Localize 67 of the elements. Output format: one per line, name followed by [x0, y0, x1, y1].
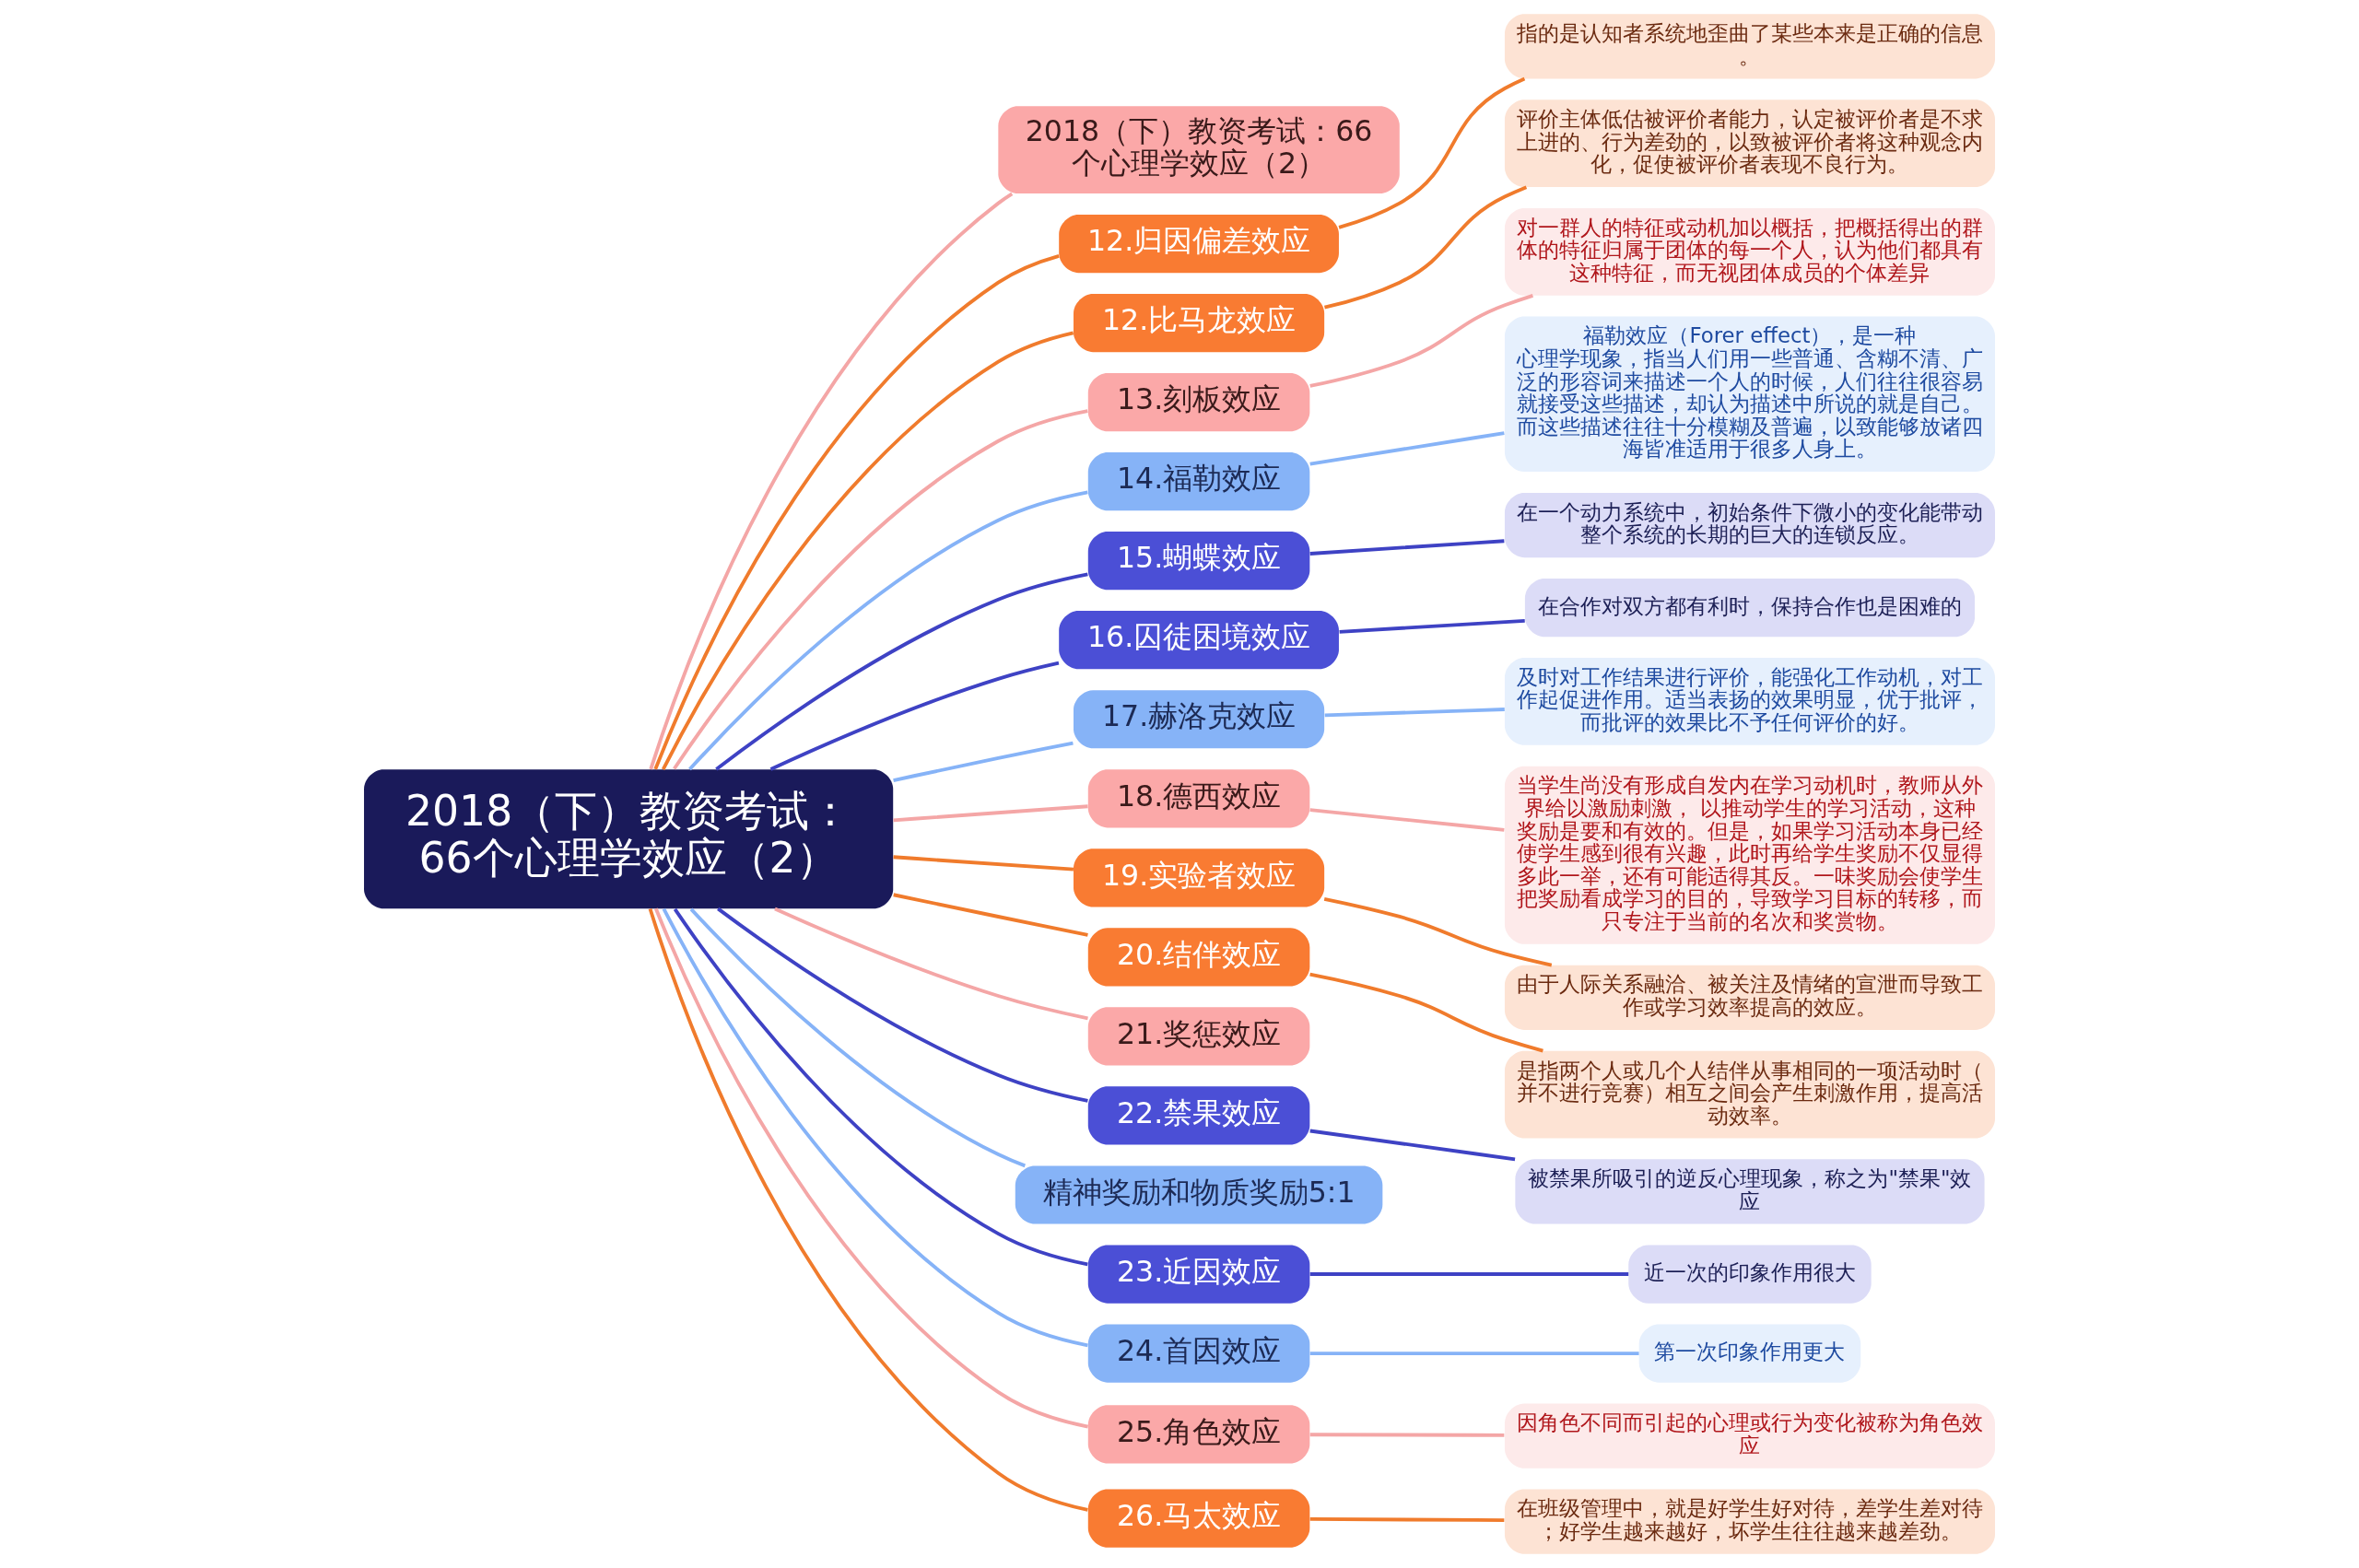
node-box: 24.首因效应 — [1087, 1324, 1310, 1383]
node-box: 26.马太效应 — [1087, 1489, 1310, 1548]
node-box: 是指两个人或几个人结伴从事相同的一项活动时（并不进行竞赛）相互之间会产生刺激作用，提高活动效率。 — [1504, 1050, 1995, 1139]
connector — [648, 907, 1088, 1512]
node-box: 20.结伴效应 — [1087, 928, 1310, 987]
connector — [1309, 539, 1505, 556]
connector — [1309, 1272, 1629, 1276]
node-box: 2018（下）教资考试：66个心理学效应（2） — [364, 769, 894, 909]
connector — [893, 741, 1074, 782]
connector — [653, 253, 1060, 770]
node-box: 近一次的印象作用很大 — [1628, 1245, 1872, 1304]
connector — [893, 855, 1074, 872]
node-box: 18.德西效应 — [1087, 769, 1310, 828]
connector — [673, 409, 1088, 770]
connector — [688, 490, 1088, 771]
connector — [893, 893, 1088, 937]
node-box: 因角色不同而引起的心理或行为变化被称为角色效应 — [1504, 1403, 1995, 1469]
connector — [1309, 294, 1534, 388]
node-box: 福勒效应（Forer effect），是一种心理学现象，指当人们用一些普通、含糊不清、广泛的形容词来描述一个人的时候，人们往往很容易就接受这些描述，却认为描述中所说的就是自己。而这些描述往往十分模糊及普遍，以致能够放诸四海皆准适用于很多人身上。 — [1504, 316, 1995, 473]
node-box: 第一次印象作用更大 — [1638, 1324, 1861, 1383]
node-box: 精神奖励和物质奖励5:1 — [1015, 1165, 1383, 1224]
node-box: 12.归因偏差效应 — [1059, 214, 1339, 274]
connector — [673, 907, 1088, 1267]
node-box: 当学生尚没有形成自发内在学习动机时，教师从外界给以激励刺激， 以推动学生的学习活动，这种奖励是要和有效的。但是，如果学习活动本身已经使学生感到很有兴趣，此时再给学生奖励不仅显得多此一举，还有可能适得其反。一味奖励会使学生把奖励看成学习的目的，导致学习目标的转移，而只专注于当前的名次和奖赏物。 — [1504, 766, 1995, 944]
node-box: 2018（下）教资考试：66个心理学效应（2） — [998, 106, 1400, 194]
node-box: 及时对工作结果进行评价，能强化工作动机，对工作起促进作用。适当表扬的效果明显，优于批评，而批评的效果比不予任何评价的好。 — [1504, 658, 1995, 745]
node-box: 被禁果所吸引的逆反心理现象，称之为"禁果"效应 — [1515, 1159, 1985, 1224]
node-box: 由于人际关系融洽、被关注及情绪的宣泄而导致工作或学习效率提高的效应。 — [1504, 965, 1995, 1030]
node-box: 22.禁果效应 — [1087, 1086, 1310, 1145]
node-box: 在合作对双方都有利时，保持合作也是困难的 — [1524, 579, 1976, 638]
connector — [1324, 708, 1505, 718]
node-box: 25.角色效应 — [1087, 1405, 1310, 1464]
node-box: 在一个动力系统中，初始条件下微小的变化能带动整个系统的长期的巨大的连锁反应。 — [1504, 492, 1995, 558]
connector — [893, 804, 1088, 823]
connector — [1309, 972, 1543, 1053]
connector — [661, 331, 1074, 770]
connector — [1309, 1129, 1516, 1162]
connector — [1309, 1516, 1505, 1523]
connector — [715, 572, 1088, 771]
node-box: 16.囚徒困境效应 — [1059, 611, 1339, 670]
connector — [689, 907, 1026, 1168]
node-box: 15.蝴蝶效应 — [1087, 532, 1310, 591]
connector — [662, 907, 1088, 1348]
node-box: 在班级管理中，就是好学生好对待，差学生差对待；好学生越来越好，坏学生往往越来越差劲。 — [1504, 1489, 1995, 1554]
node-box: 评价主体低估被评价者能力，认定被评价者是不求上进的、行为差劲的，以致被评价者将这种观念内化，促使被评价者表现不良行为。 — [1504, 99, 1995, 188]
connector — [1309, 431, 1505, 466]
connector — [1324, 185, 1528, 310]
connector — [1338, 76, 1526, 229]
connector — [774, 907, 1088, 1021]
connector — [717, 907, 1088, 1103]
node-box: 13.刻板效应 — [1087, 373, 1310, 432]
node-box: 指的是认知者系统地歪曲了某些本来是正确的信息。 — [1504, 14, 1995, 79]
connector — [1309, 1433, 1505, 1437]
connector — [1309, 808, 1505, 832]
node-box: 19.实验者效应 — [1074, 848, 1325, 907]
connector — [654, 907, 1089, 1429]
node-box: 21.奖惩效应 — [1087, 1007, 1310, 1066]
connector — [769, 661, 1060, 771]
connector — [649, 192, 1014, 770]
node-box: 17.赫洛克效应 — [1074, 690, 1325, 749]
connector — [1339, 619, 1525, 634]
node-box: 12.比马龙效应 — [1074, 293, 1325, 353]
node-box: 23.近因效应 — [1087, 1245, 1310, 1304]
node-box: 14.福勒效应 — [1087, 452, 1310, 511]
connector — [1323, 896, 1553, 967]
connector — [1309, 1352, 1639, 1355]
node-box: 对一群人的特征或动机加以概括，把概括得出的群体的特征归属于团体的每一个人，认为他们都具有这种特征，而无视团体成员的个体差异 — [1504, 207, 1995, 296]
